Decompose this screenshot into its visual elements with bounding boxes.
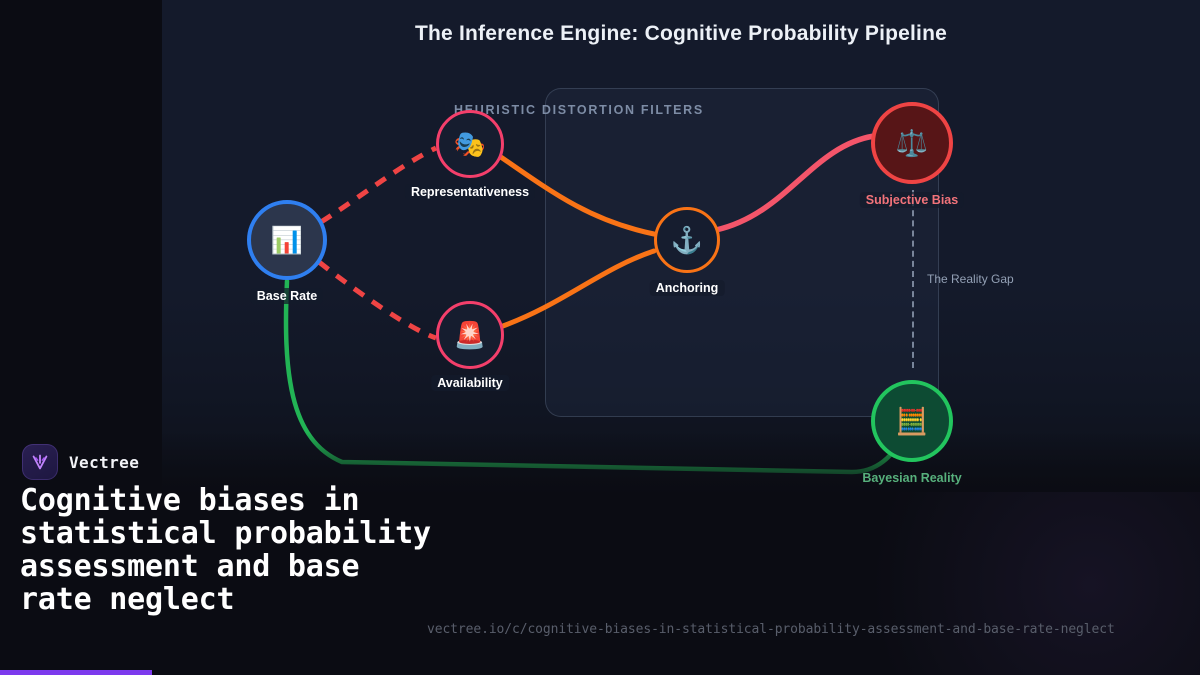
node-label-base-rate: Base Rate — [250, 288, 324, 304]
node-representativeness[interactable]: 🎭 — [436, 110, 504, 178]
diagram-canvas: The Inference Engine: Cognitive Probabil… — [162, 0, 1200, 492]
edge-availability-to-anchoring — [497, 248, 657, 330]
bar-chart-icon: 📊 — [270, 225, 304, 255]
node-label-representativeness: Representativeness — [404, 184, 536, 200]
diagram-edges — [283, 133, 905, 475]
headline-text: Cognitive biases in statistical probabil… — [20, 483, 431, 617]
edge-base-rate-to-bayesian-reality — [283, 278, 905, 475]
edge-representativeness-to-anchoring — [495, 152, 657, 237]
diagram-title: The Inference Engine: Cognitive Probabil… — [415, 22, 947, 45]
edge-anchoring-to-subjective-bias — [713, 133, 877, 233]
node-subjective-bias[interactable]: ⚖️ — [871, 102, 953, 184]
abacus-icon: 🧮 — [895, 406, 929, 436]
node-label-bayesian-reality: Bayesian Reality — [862, 471, 962, 485]
brand-block: Vectree — [22, 444, 139, 480]
edge-base-rate-to-representativeness — [319, 145, 438, 225]
node-bayesian-reality[interactable]: 🧮 — [871, 380, 953, 462]
node-base-rate[interactable]: 📊 — [247, 200, 327, 280]
panel-label: HEURISTIC DISTORTION FILTERS — [454, 103, 704, 117]
anchor-icon: ⚓ — [670, 225, 704, 255]
source-url: vectree.io/c/cognitive-biases-in-statist… — [427, 622, 1115, 637]
balance-scale-icon: ⚖️ — [895, 128, 929, 158]
node-label-anchoring: Anchoring — [649, 280, 725, 296]
vectree-v-logo-icon — [22, 444, 58, 480]
reality-gap-label: The Reality Gap — [927, 272, 1014, 286]
theater-masks-icon: 🎭 — [453, 129, 487, 159]
reality-gap-line — [912, 190, 914, 368]
node-label-subjective-bias: Subjective Bias — [859, 192, 965, 208]
siren-icon: 🚨 — [453, 320, 487, 350]
node-label-availability: Availability — [431, 375, 509, 391]
edge-base-rate-to-availability — [317, 260, 437, 341]
brand-name: Vectree — [69, 452, 140, 472]
node-availability[interactable]: 🚨 — [436, 301, 504, 369]
node-anchoring[interactable]: ⚓ — [654, 207, 720, 273]
accent-bar — [0, 670, 152, 675]
